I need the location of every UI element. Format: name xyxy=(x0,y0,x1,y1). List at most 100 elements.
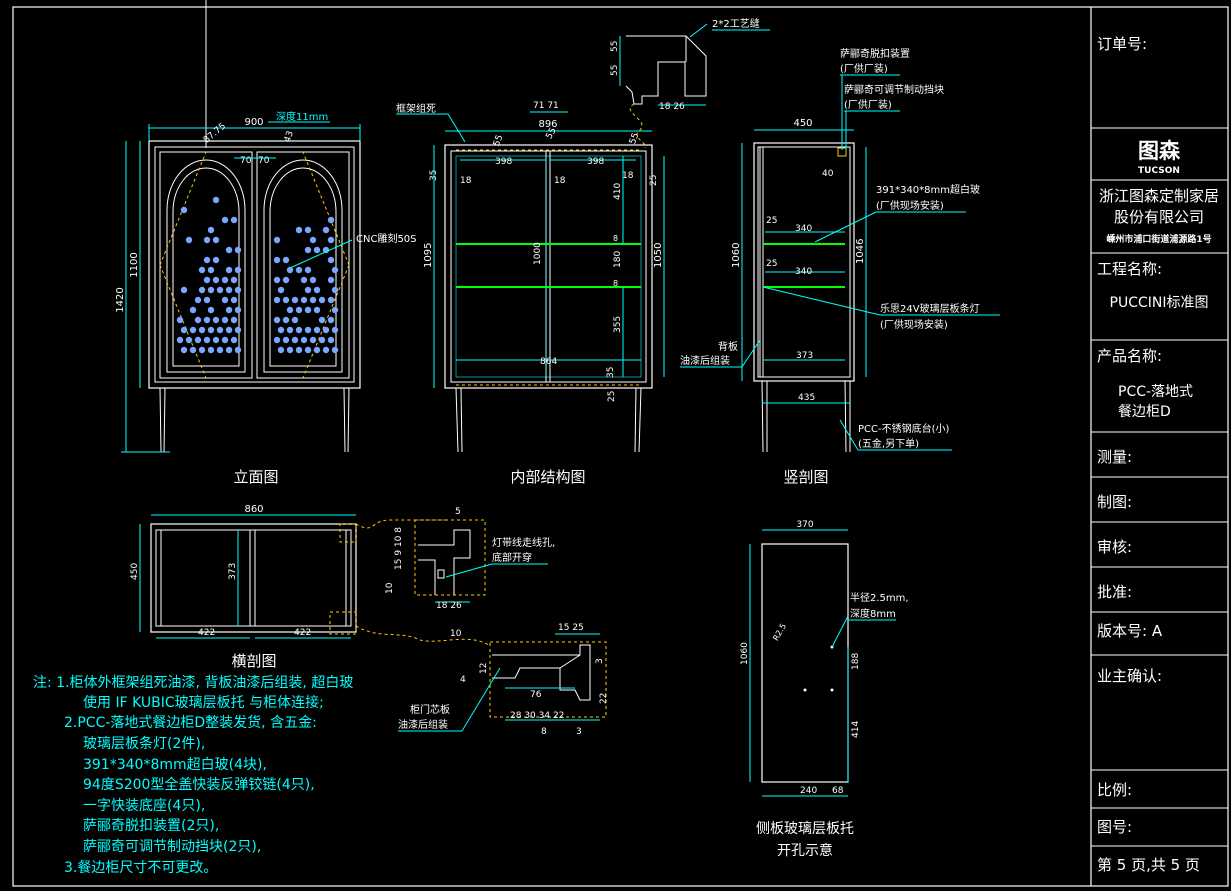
engraving-dot xyxy=(327,256,335,264)
engraving-dot xyxy=(198,266,206,274)
note-detach-1: 萨郦奇脱扣装置 xyxy=(840,47,910,60)
note-line-2: 使用 IF KUBIC玻璃层板托 与柜体连接; xyxy=(83,694,324,711)
note-light-2: (厂供现场安装) xyxy=(880,318,948,331)
door-panel-note-2: 油漆后组装 xyxy=(398,718,448,731)
engraving-dot xyxy=(286,326,294,334)
engraving-dot xyxy=(225,246,233,254)
product-label: 产品名称: xyxy=(1097,347,1162,365)
engraving-dot xyxy=(273,236,281,244)
engraving-dot xyxy=(203,296,211,304)
h-dim-4: 4 xyxy=(460,675,466,685)
back-panel-note-1: 背板 xyxy=(718,340,738,353)
engraving-dot xyxy=(282,256,290,264)
title-elevation: 立面图 xyxy=(233,468,278,486)
engraving-dot xyxy=(230,276,238,284)
draw-label: 制图: xyxy=(1097,493,1132,511)
s-dim-414: 414 xyxy=(851,721,861,738)
h-dim-stack: 15 9 10 8 xyxy=(394,527,404,570)
engraving-dot xyxy=(234,346,242,354)
engraving-dot xyxy=(304,286,312,294)
v-dim-340b: 340 xyxy=(795,267,812,277)
engraving-dot xyxy=(212,276,220,284)
h-dim-450: 450 xyxy=(130,563,140,580)
engraving-dot xyxy=(212,236,220,244)
engraving-dot xyxy=(282,316,290,324)
dim-70-left: 70 xyxy=(240,156,252,166)
engraving-dot xyxy=(207,286,215,294)
craft-55a: 55 xyxy=(610,41,620,52)
craft-18-26: 18 26 xyxy=(659,102,685,112)
engraving-dot xyxy=(327,216,335,224)
engraving-dot xyxy=(327,316,335,324)
approve-label: 批准: xyxy=(1097,583,1132,601)
engraving-dot xyxy=(207,326,215,334)
dim-1420: 1420 xyxy=(115,287,126,312)
note-line-6: 94度S200型全盖快装反弹铰链(4只), xyxy=(83,776,315,793)
dim-896: 896 xyxy=(538,119,557,130)
engraving-dot xyxy=(327,236,335,244)
engraving-dot xyxy=(322,226,330,234)
engraving-dot xyxy=(207,306,215,314)
engraving-dot xyxy=(309,296,317,304)
logo-en: TUCSON xyxy=(1138,166,1180,176)
engraving-dot xyxy=(318,296,326,304)
craft-seam-detail: 2*2工艺缝 55 55 18 26 xyxy=(610,17,770,149)
engraving-dot xyxy=(277,326,285,334)
note-line-7: 一字快装底座(4只), xyxy=(83,798,205,814)
engraving-dot xyxy=(313,286,321,294)
review-label: 审核: xyxy=(1097,538,1132,556)
engraving-dot xyxy=(304,306,312,314)
elevation-view: 900 深度11mm 87.75 43 70 70 1100 1420 CNC雕… xyxy=(115,0,417,486)
company-address: 嵊州市浦口街道浦源路1号 xyxy=(1106,233,1211,245)
note-line-10: 3.餐边柜尺寸不可更改。 xyxy=(64,860,217,876)
logo-cn: 图森 xyxy=(1138,139,1181,163)
h-dim-76: 76 xyxy=(530,690,542,700)
engraving-dot xyxy=(318,316,326,324)
dim-71-71: 71 71 xyxy=(533,101,559,111)
engraving-dot xyxy=(189,346,197,354)
dim-1050: 1050 xyxy=(653,243,664,268)
engraving-dot xyxy=(180,286,188,294)
dim-25a: 25 xyxy=(649,175,659,186)
s-dim-188: 188 xyxy=(851,653,861,670)
engraving-dot xyxy=(221,216,229,224)
v-dim-25b: 25 xyxy=(766,259,777,269)
horizontal-section-view: 860 450 373 422 422 横剖图 5 15 9 10 8 10 1… xyxy=(130,504,609,737)
product-value-1: PCC-落地式 xyxy=(1118,384,1193,400)
s-dim-68: 68 xyxy=(832,786,844,796)
note-base-1: PCC-不锈钢底台(小) xyxy=(858,422,950,435)
order-no-label: 订单号: xyxy=(1097,35,1147,53)
dim-410: 410 xyxy=(613,183,623,200)
engraving-dot xyxy=(234,266,242,274)
engraving-dot xyxy=(295,266,303,274)
product-value-2: 餐边柜D xyxy=(1118,404,1171,420)
project-label: 工程名称: xyxy=(1097,260,1162,278)
dim-1095: 1095 xyxy=(423,243,434,268)
dim-18c: 18 xyxy=(622,171,634,181)
engraving-dot xyxy=(212,316,220,324)
engraving-dot xyxy=(291,296,299,304)
hole-depth-note: 深度8mm xyxy=(850,607,896,620)
engraving-dot xyxy=(216,326,224,334)
note-stopper-1: 萨郦奇可调节制动挡块 xyxy=(844,83,944,96)
engraving-dot xyxy=(221,336,229,344)
survey-label: 测量: xyxy=(1097,448,1132,466)
engraving-dot xyxy=(230,316,238,324)
engraving-dot xyxy=(234,246,242,254)
engraving-dot xyxy=(194,296,202,304)
engraving-dot xyxy=(212,336,220,344)
title-side-panel-1: 侧板玻璃层板托 xyxy=(756,820,854,837)
engraving-dot xyxy=(180,206,188,214)
engraving-dot xyxy=(203,336,211,344)
company-name-2: 股份有限公司 xyxy=(1114,208,1204,226)
title-vertical-section: 竖剖图 xyxy=(783,468,828,486)
engraving-dot xyxy=(327,276,335,284)
engraving-dot xyxy=(304,326,312,334)
engraving-dot xyxy=(198,346,206,354)
engraving-dot xyxy=(273,316,281,324)
engraving-dot xyxy=(273,336,281,344)
v-dim-25a: 25 xyxy=(766,216,777,226)
h-dim-22: 22 xyxy=(599,693,609,704)
engraving-dot xyxy=(225,346,233,354)
side-panel-hole-view: 370 1060 半径2.5mm, 深度8mm R2.5 188 414 240… xyxy=(740,520,909,859)
